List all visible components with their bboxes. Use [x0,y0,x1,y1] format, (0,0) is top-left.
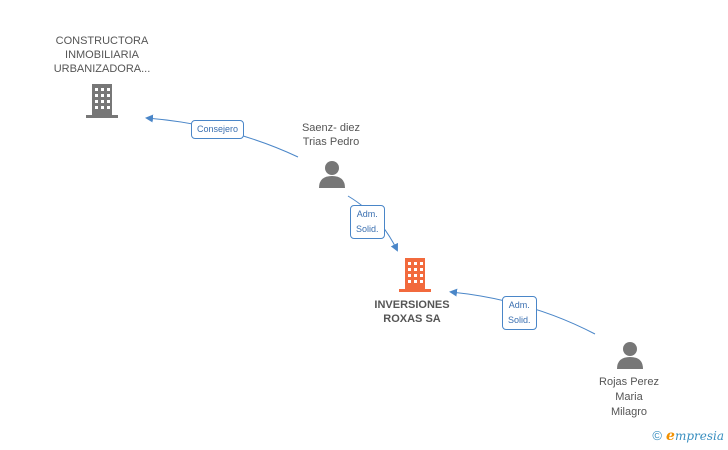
node-constructora-line: URBANIZADORA... [53,63,151,75]
node-constructora-label: CONSTRUCTORA INMOBILIARIA URBANIZADORA..… [40,34,164,76]
edge-label-line: Adm. [356,209,378,219]
edge-label-line: Solid. [356,224,379,234]
edge-label-adm-saenz[interactable]: Adm. Solid. [350,205,385,239]
node-saenz-line: Saenz- diez [301,122,361,134]
node-rojas-line: Maria [615,391,643,403]
node-saenz-label: Saenz- diez Trias Pedro [280,121,382,149]
edge-label-adm-rojas[interactable]: Adm. Solid. [502,296,537,330]
edge-label-consejero[interactable]: Consejero [191,120,245,139]
brand-name: mpresia [674,429,724,443]
node-constructora-line: CONSTRUCTORA [55,35,149,47]
brand-logo[interactable]: empresia [666,428,724,444]
person-icon[interactable] [318,160,346,188]
edge-label-line: Consejero [197,124,239,134]
brand-footer: ©empresia [652,428,724,444]
node-rojas-label: Rojas Perez Maria Milagro [580,375,678,420]
node-inversiones-label: INVERSIONES ROXAS SA [362,298,462,326]
brand-initial: e [666,428,675,444]
edge-label-line: Adm. [508,300,530,310]
person-icon[interactable] [616,341,644,369]
building-icon[interactable] [399,258,431,292]
node-saenz-line: Trias Pedro [302,136,360,148]
node-constructora-line: INMOBILIARIA [65,49,139,61]
edge-label-line: Solid. [508,315,531,325]
node-rojas-line: Rojas Perez [599,376,659,388]
node-inversiones-line: INVERSIONES [374,299,450,311]
node-inversiones-line: ROXAS SA [383,313,441,325]
node-rojas-line: Milagro [610,406,648,418]
copyright-symbol: © [652,428,663,443]
building-icon[interactable] [86,84,118,118]
